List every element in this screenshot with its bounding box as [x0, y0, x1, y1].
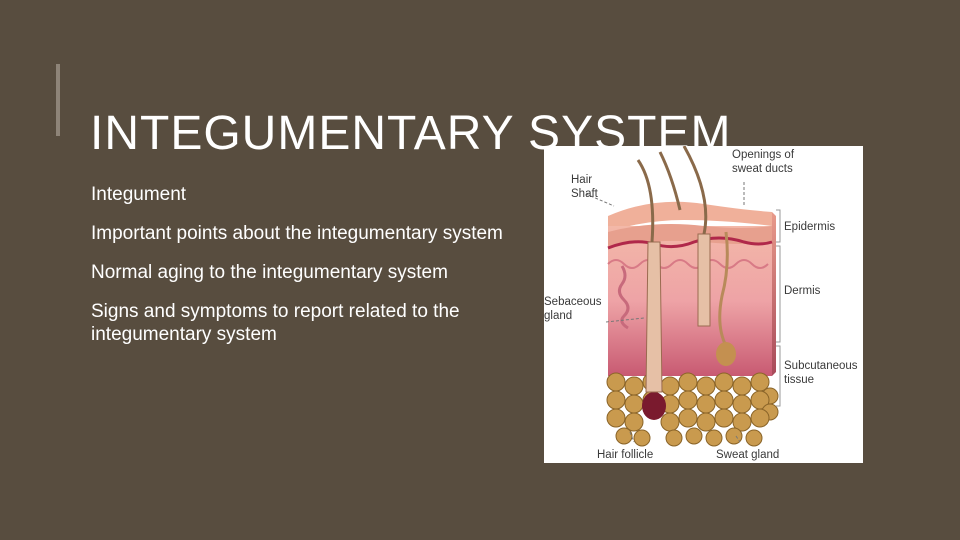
bullet-item: Important points about the integumentary… [91, 223, 503, 244]
bullet-item: Integument [91, 184, 187, 205]
label-subcutaneous: tissue [784, 374, 814, 386]
skin-diagram: Openings of sweat ducts Hair Shaft Epide… [544, 146, 863, 463]
epidermis-band [608, 224, 772, 248]
label-hair-follicle: Hair follicle [597, 449, 653, 461]
epidermis-bracket [776, 209, 781, 243]
sweat-gland-coil [716, 342, 736, 366]
skin-side [772, 212, 776, 376]
dermal-papillae [607, 259, 769, 269]
bullet-item: Normal aging to the integumentary system [91, 262, 448, 283]
label-sebaceous: gland [544, 310, 572, 322]
hair-shaft [682, 146, 708, 235]
label-hair: Hair [571, 174, 592, 186]
basal-line [607, 236, 773, 250]
bullet-list: Integument Important points about the in… [91, 183, 511, 362]
subcut-bracket [776, 345, 781, 407]
fat-cells [606, 372, 779, 447]
label-dermis: Dermis [784, 285, 821, 297]
sweat-duct [718, 231, 729, 347]
skin-surface [608, 201, 772, 232]
label-openings: sweat ducts [732, 163, 793, 175]
label-epidermis: Epidermis [784, 221, 835, 233]
hair-follicle-main [645, 241, 663, 393]
title-accent-bar [56, 64, 60, 136]
follicle-bulb [642, 392, 666, 420]
hair-shaft [658, 151, 682, 211]
label-openings: Openings of [732, 149, 795, 161]
label-sweat-gland: Sweat gland [716, 449, 779, 461]
hair-follicle-secondary [697, 233, 711, 327]
bullet-item: Signs and symptoms to report related to … [91, 301, 460, 345]
skin-cross-section-illustration: Openings of sweat ducts Hair Shaft Epide… [544, 146, 858, 461]
label-sebaceous: Sebaceous [544, 296, 602, 308]
label-subcutaneous: Subcutaneous [784, 360, 858, 372]
dermis-bracket [776, 245, 781, 343]
dermis-block [608, 226, 772, 376]
hair-shaft [636, 159, 655, 243]
sebaceous-gland [617, 265, 630, 330]
label-hair: Shaft [571, 188, 599, 200]
